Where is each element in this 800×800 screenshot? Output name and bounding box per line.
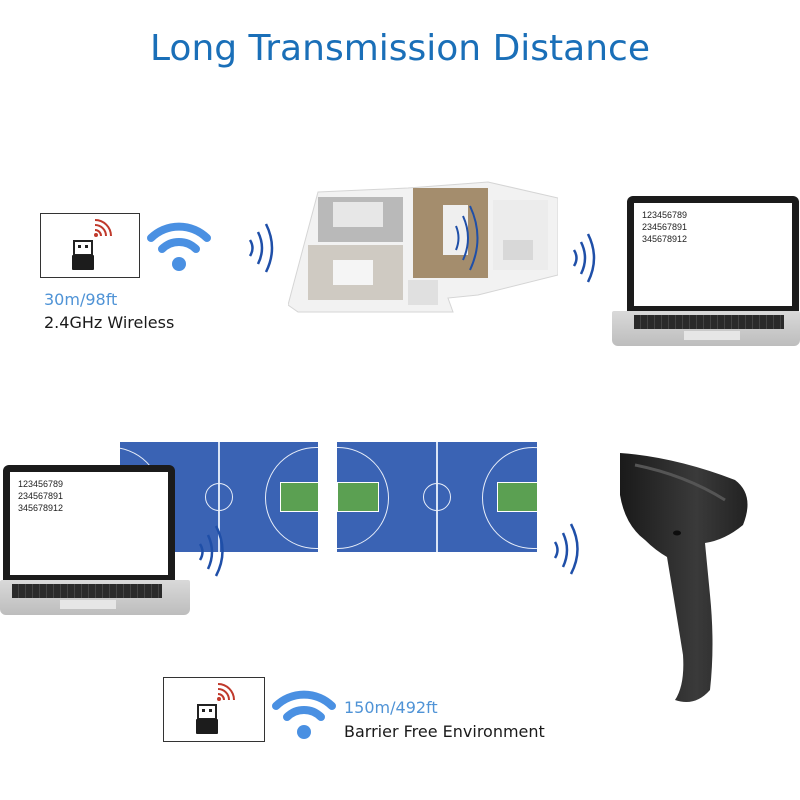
screen-line: 345678912: [642, 234, 688, 244]
usb-dongle-box: [40, 213, 140, 278]
signal-waves-icon: [198, 525, 224, 577]
distance-label-150m: 150m/492ft: [344, 698, 438, 717]
description-barrier-free: Barrier Free Environment: [344, 722, 545, 741]
screen-line: 123456789: [18, 479, 64, 489]
signal-waves-icon: [572, 233, 596, 283]
basketball-court-image: [337, 442, 537, 552]
house-floorplan-image: [288, 181, 558, 313]
wifi-icon: [272, 690, 336, 739]
barcode-scanner-image: [620, 453, 748, 703]
laptop-image: 123456789 234567891 345678912: [612, 196, 800, 348]
screen-line: 123456789: [642, 210, 688, 220]
usb-dongle-box: [163, 677, 265, 742]
wifi-icon: [147, 222, 211, 271]
laptop-base: [612, 311, 800, 346]
usb-dongle-icon: [196, 683, 235, 734]
laptop-image: 123456789 234567891 345678912: [0, 465, 190, 617]
laptop-screen: 123456789 234567891 345678912: [627, 196, 799, 311]
distance-label-30m: 30m/98ft: [44, 290, 118, 309]
page-title: Long Transmission Distance: [150, 28, 650, 69]
screen-line: 234567891: [642, 222, 688, 232]
usb-dongle-icon: [72, 219, 112, 270]
screen-line: 234567891: [18, 491, 64, 501]
laptop-screen: 123456789 234567891 345678912: [3, 465, 175, 580]
screen-line: 345678912: [18, 503, 64, 513]
signal-waves-icon: [248, 223, 274, 273]
laptop-base: [0, 580, 190, 615]
description-2-4ghz: 2.4GHz Wireless: [44, 313, 175, 332]
signal-waves-icon: [553, 523, 579, 575]
